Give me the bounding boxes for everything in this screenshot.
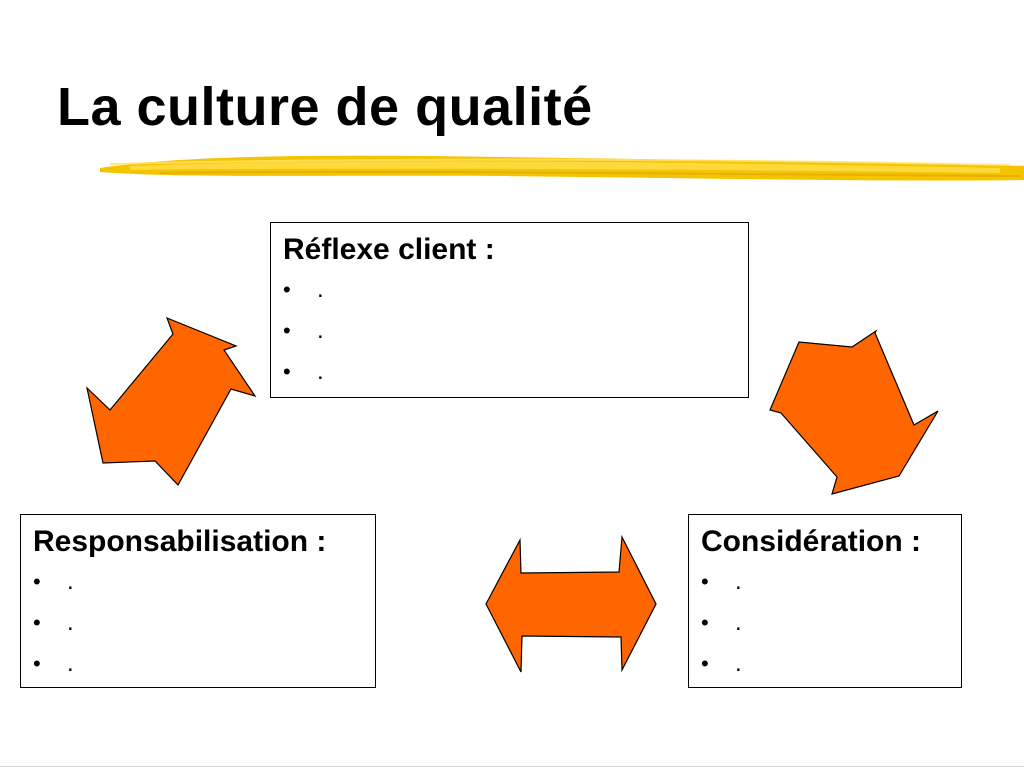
- list-item-text: .: [67, 568, 74, 595]
- bullet-list-consideration: •. •. •.: [701, 561, 949, 684]
- box-responsabilisation: Responsabilisation : •. •. •.: [20, 514, 376, 688]
- list-item: •.: [283, 310, 736, 351]
- list-item: •.: [33, 561, 363, 602]
- bullet-icon: •: [701, 610, 709, 635]
- list-item-text: .: [317, 358, 324, 385]
- list-item: •.: [701, 561, 949, 602]
- bullet-icon: •: [701, 651, 709, 676]
- list-item-text: .: [735, 568, 742, 595]
- list-item: •.: [33, 602, 363, 643]
- list-item-text: .: [735, 609, 742, 636]
- double-arrow-right-diagonal: [769, 329, 939, 495]
- list-item: •.: [701, 643, 949, 684]
- list-item: •.: [33, 643, 363, 684]
- box-heading-consideration: Considération :: [701, 525, 922, 558]
- bullet-icon: •: [33, 610, 41, 635]
- list-item-text: .: [317, 276, 324, 303]
- box-reflexe-client: Réflexe client : •. •. •.: [270, 222, 749, 398]
- double-arrow-left-diagonal: [86, 316, 257, 487]
- box-consideration: Considération : •. •. •.: [688, 514, 962, 688]
- footer-divider: [0, 766, 1024, 767]
- list-item-text: .: [67, 609, 74, 636]
- list-item-text: .: [735, 650, 742, 677]
- slide-title: La culture de qualité: [57, 77, 593, 137]
- title-underline-brushstroke: [100, 155, 1024, 181]
- double-arrow-horizontal: [485, 534, 657, 673]
- list-item-text: .: [317, 317, 324, 344]
- bullet-list-responsabilisation: •. •. •.: [33, 561, 363, 684]
- bullet-icon: •: [283, 277, 291, 302]
- box-heading-responsabilisation: Responsabilisation :: [33, 525, 327, 558]
- box-heading-reflexe-client: Réflexe client :: [283, 233, 495, 266]
- list-item-text: .: [67, 650, 74, 677]
- list-item: •.: [283, 351, 736, 392]
- list-item: •.: [701, 602, 949, 643]
- bullet-icon: •: [33, 569, 41, 594]
- bullet-icon: •: [701, 569, 709, 594]
- bullet-icon: •: [283, 359, 291, 384]
- bullet-list-reflexe-client: •. •. •.: [283, 269, 736, 392]
- bullet-icon: •: [33, 651, 41, 676]
- list-item: •.: [283, 269, 736, 310]
- bullet-icon: •: [283, 318, 291, 343]
